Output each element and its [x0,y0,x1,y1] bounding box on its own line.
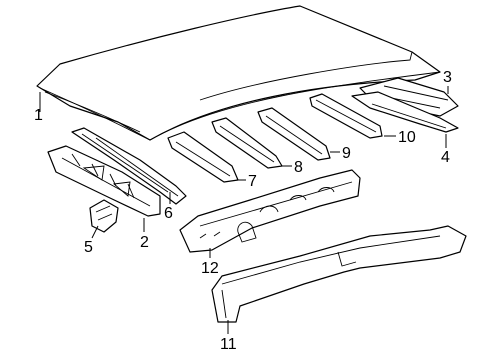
callout-11: 11 [220,336,237,353]
roof-bow-9 [257,107,331,161]
front-header-reinforcement [47,145,161,217]
callout-7: 7 [248,173,257,190]
callout-5: 5 [84,239,93,256]
rear-roof-rail-lower [351,91,459,133]
callout-6: 6 [164,205,173,222]
callout-labels: 1 2 3 4 5 6 7 8 9 10 11 12 [34,69,452,353]
leader-5 [91,225,99,239]
front-header-panel [71,127,187,205]
callout-9: 9 [342,145,351,162]
callout-2: 2 [140,234,149,251]
roof-panel [36,5,441,141]
roof-bow-10 [309,93,383,139]
leader-lines [39,86,449,334]
callout-10: 10 [398,129,416,146]
callout-12: 12 [201,260,219,277]
callout-4: 4 [441,149,450,166]
callout-8: 8 [294,159,303,176]
rear-header-reinforcement [179,169,361,253]
callout-1: 1 [34,107,43,124]
callout-3: 3 [443,69,452,86]
corner-bracket [89,199,119,233]
rear-header-panel [211,225,467,323]
